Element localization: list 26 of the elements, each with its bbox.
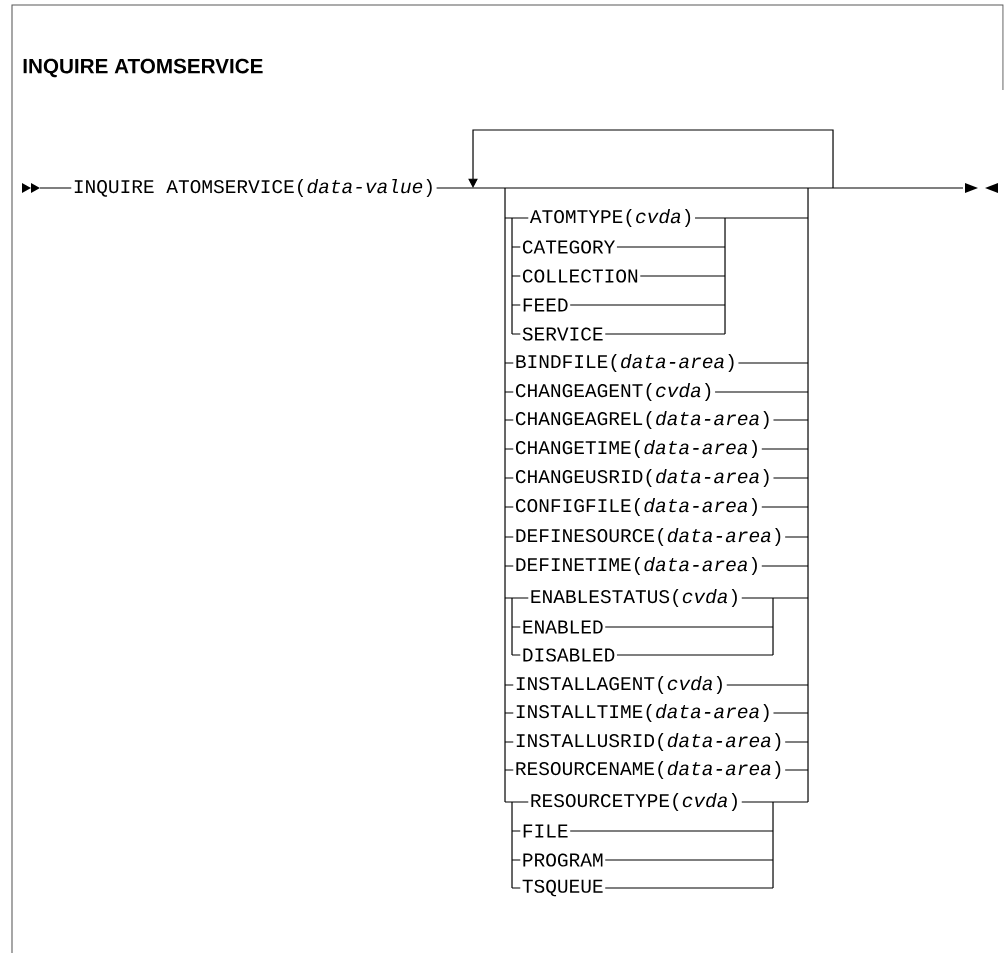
option-keyword: DEFINESOURCE(data-area)	[513, 526, 786, 548]
option-keyword: INSTALLAGENT(cvda)	[513, 674, 727, 696]
option-keyword: ATOMTYPE(cvda)	[528, 207, 696, 229]
option-keyword: PROGRAM	[520, 851, 606, 869]
option-keyword: DEFINETIME(data-area)	[513, 555, 762, 577]
option-keyword: CHANGETIME(data-area)	[513, 438, 762, 460]
option-keyword: COLLECTION	[520, 267, 641, 285]
option-keyword: CONFIGFILE(data-area)	[513, 496, 762, 518]
option-keyword: DISABLED	[520, 646, 617, 664]
option-keyword: RESOURCENAME(data-area)	[513, 759, 786, 781]
option-keyword: INSTALLUSRID(data-area)	[513, 731, 786, 753]
option-keyword: INSTALLTIME(data-area)	[513, 702, 774, 724]
option-keyword: TSQUEUE	[520, 878, 606, 898]
option-keyword: CATEGORY	[520, 238, 617, 256]
option-keyword: ENABLESTATUS(cvda)	[528, 587, 742, 609]
option-keyword: CHANGEAGREL(data-area)	[513, 409, 774, 431]
option-keyword: SERVICE	[520, 325, 606, 343]
option-keyword: FEED	[520, 297, 571, 313]
option-keyword: CHANGEAGENT(cvda)	[513, 381, 716, 403]
option-keyword: CHANGEUSRID(data-area)	[513, 467, 774, 489]
command-keyword: INQUIRE ATOMSERVICE(data-value)	[71, 177, 437, 199]
diagram-title: INQUIRE ATOMSERVICE	[23, 58, 263, 78]
option-keyword: RESOURCETYPE(cvda)	[528, 791, 742, 813]
option-keyword: BINDFILE(data-area)	[513, 352, 739, 374]
option-keyword: FILE	[520, 823, 571, 839]
option-keyword: ENABLED	[520, 619, 606, 635]
